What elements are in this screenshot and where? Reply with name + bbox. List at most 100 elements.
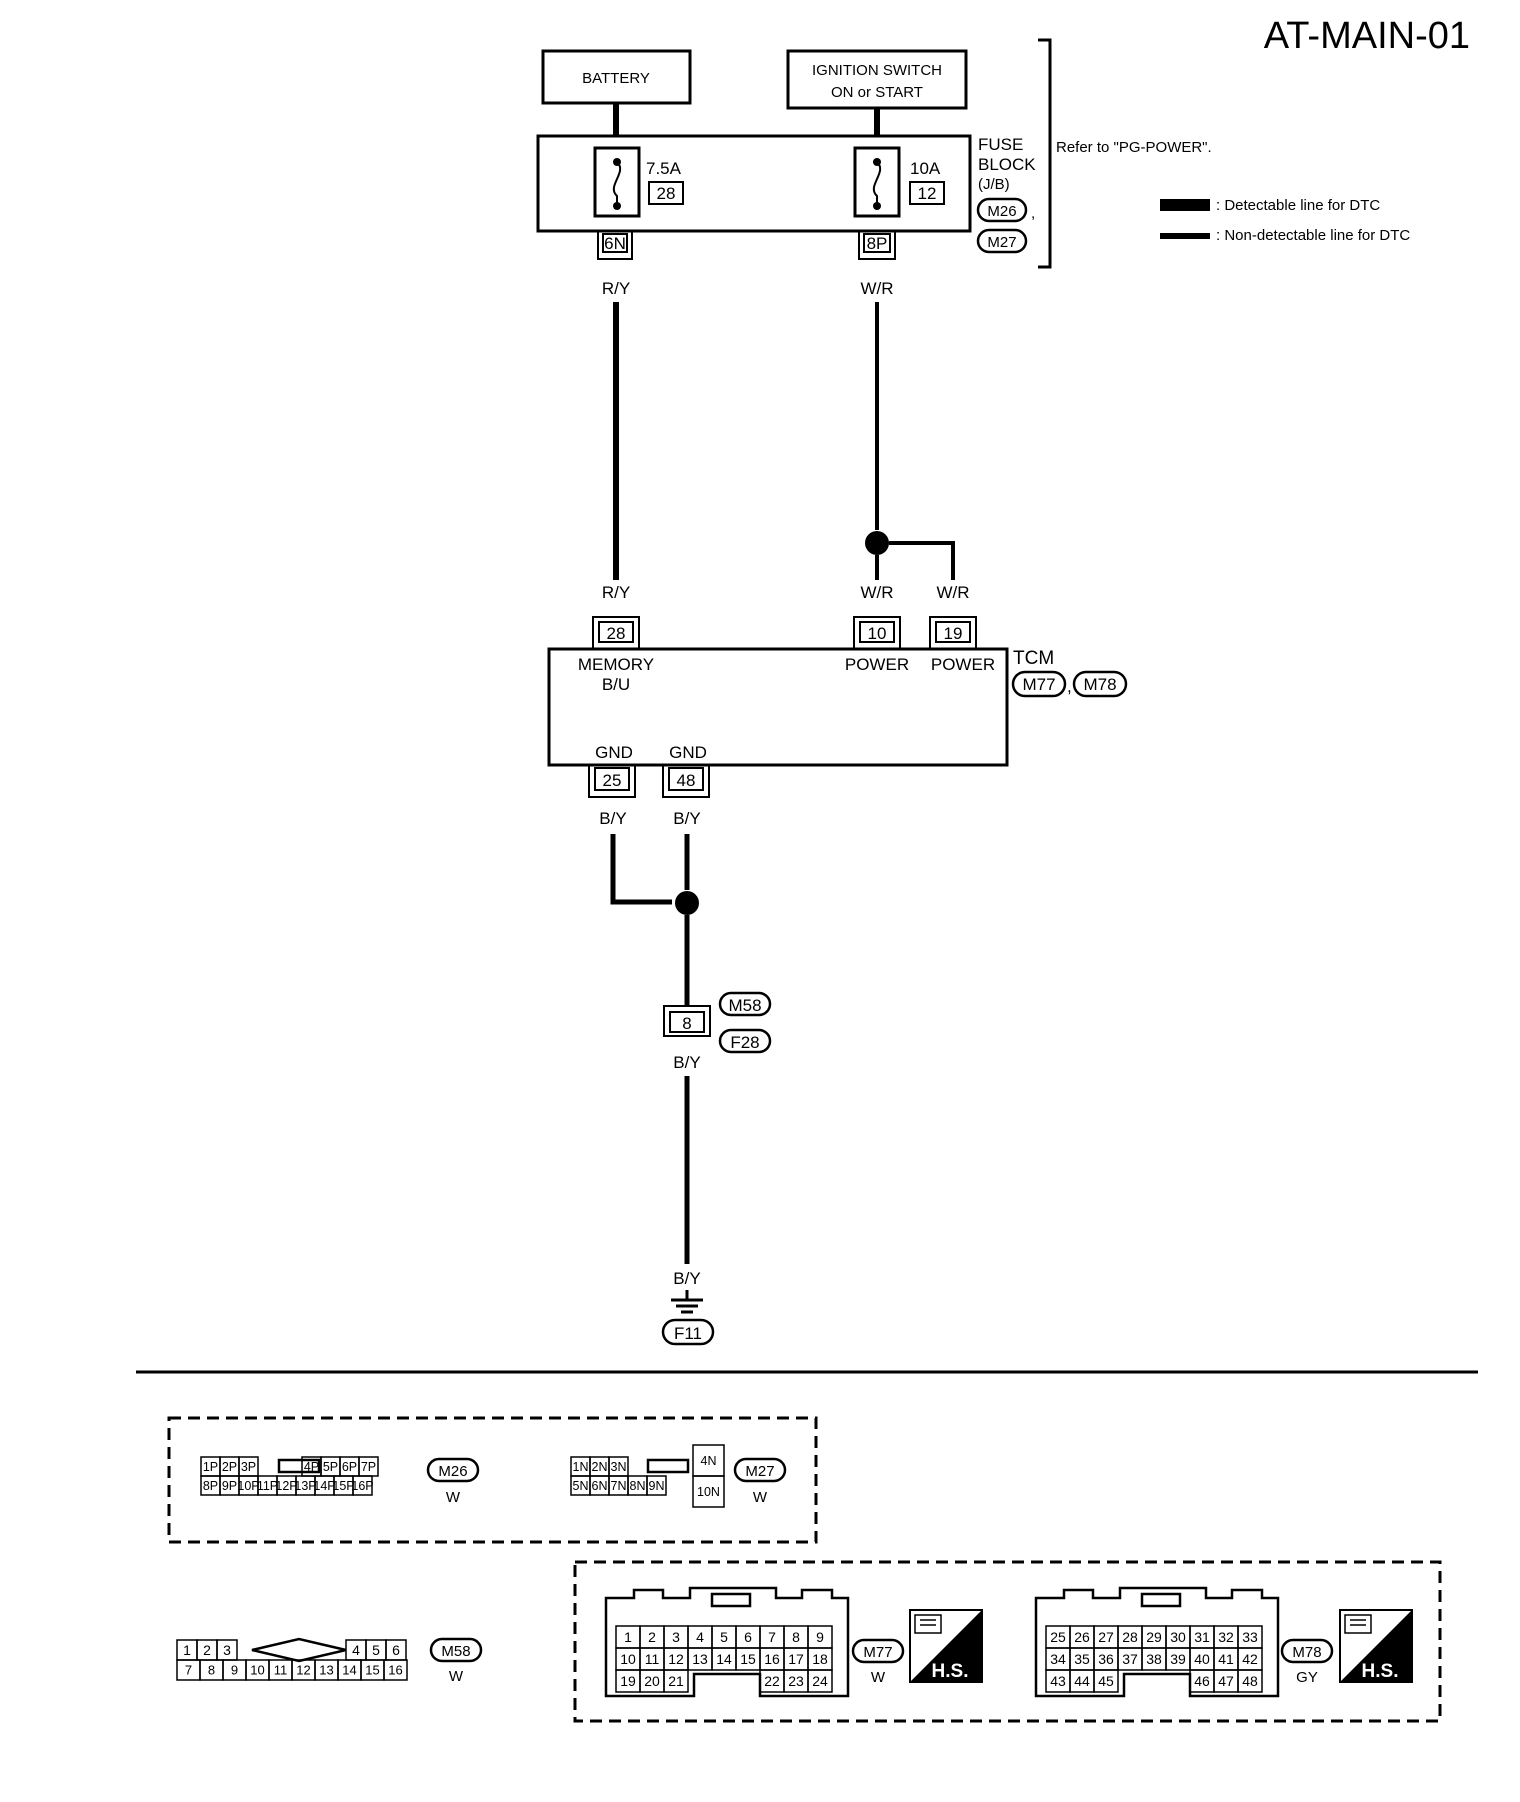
- splice-by: [675, 891, 699, 915]
- m78-pin-26-label: 26: [1074, 1629, 1090, 1645]
- m26-pin-7p: 7P: [358, 1456, 379, 1477]
- m78-pin-29-label: 29: [1146, 1629, 1162, 1645]
- ground-symbol: [671, 1290, 703, 1314]
- m78-pin-45-label: 45: [1098, 1673, 1114, 1689]
- m77-pin-5-label: 5: [720, 1629, 728, 1645]
- m58-pin-15: 15: [360, 1659, 385, 1681]
- m27-pin-9n: 9N: [646, 1475, 667, 1496]
- m77-pin-24-label: 24: [812, 1673, 828, 1689]
- m78-pin-35-label: 35: [1074, 1651, 1090, 1667]
- tcm-pin-10: 10: [853, 616, 901, 650]
- m26-pin-11p-label: 11P: [257, 1479, 278, 1493]
- m78-pin-44: 44: [1069, 1669, 1095, 1693]
- m78-pin-35: 35: [1069, 1647, 1095, 1671]
- m78-pin-41-label: 41: [1218, 1651, 1234, 1667]
- m26-pin-16p-label: 16P: [351, 1479, 373, 1493]
- m58-pin-8: 8: [199, 1659, 224, 1681]
- m58-id: M58: [441, 1643, 470, 1660]
- m77-pin-8: 8: [783, 1625, 809, 1649]
- m77-pin-20: 20: [639, 1669, 665, 1693]
- m77-pin-10-label: 10: [620, 1651, 636, 1667]
- m58-pin-9: 9: [222, 1659, 247, 1681]
- m58-pin-16: 16: [383, 1659, 408, 1681]
- m58-pin-3-label: 3: [223, 1642, 231, 1658]
- m27-pin-2n: 2N: [589, 1456, 610, 1477]
- m26-pin-2p-label: 2P: [222, 1460, 237, 1474]
- m78-pin-36-label: 36: [1098, 1651, 1114, 1667]
- m77-pin-2-label: 2: [648, 1629, 656, 1645]
- m26-color: W: [446, 1489, 461, 1506]
- m58-pin-14: 14: [337, 1659, 362, 1681]
- m58-pin-12: 12: [291, 1659, 316, 1681]
- legend-detectable-label: : Detectable line for DTC: [1216, 197, 1380, 214]
- m26-pin-5p-label: 5P: [323, 1460, 338, 1474]
- m58-pin-11: 11: [268, 1659, 293, 1681]
- m58-pin-7-label: 7: [185, 1663, 192, 1678]
- tcm-connector-m78: M78: [1083, 675, 1116, 694]
- tcm-pin-25-number: 25: [603, 771, 622, 790]
- joint-connector-m58: M58: [728, 996, 761, 1015]
- m78-pin-32: 32: [1213, 1625, 1239, 1649]
- joint-connector-8: 8: [663, 1005, 711, 1037]
- m27-pin-8n: 8N: [627, 1475, 648, 1496]
- m27-pin-10n: 10N: [692, 1475, 725, 1508]
- m26-pin-1p-label: 1P: [203, 1460, 218, 1474]
- legend-non-detectable-label: : Non-detectable line for DTC: [1216, 227, 1410, 244]
- wire-color-by-25: B/Y: [599, 809, 626, 828]
- m27-pin-3n-label: 3N: [611, 1460, 627, 1474]
- m78-pin-39: 39: [1165, 1647, 1191, 1671]
- m78-pin-45: 45: [1093, 1669, 1119, 1693]
- m77-pin-15: 15: [735, 1647, 761, 1671]
- m78-pin-30: 30: [1165, 1625, 1191, 1649]
- tcm-pin-19-number: 19: [944, 624, 963, 643]
- m26-pin-8p-label: 8P: [203, 1479, 218, 1493]
- m78-pin-47-label: 47: [1218, 1673, 1234, 1689]
- m78-pin-27-label: 27: [1098, 1629, 1114, 1645]
- m77-pin-9-label: 9: [816, 1629, 824, 1645]
- m26-pin-2p: 2P: [219, 1456, 240, 1477]
- fuse-a-number: 28: [657, 184, 676, 203]
- tcm-func-power-10: POWER: [845, 655, 909, 674]
- m26-pin-8p: 8P: [200, 1475, 221, 1496]
- m58-pin-10-label: 10: [250, 1663, 264, 1678]
- legend: : Detectable line for DTC : Non-detectab…: [1160, 197, 1410, 244]
- m77-pin-21-label: 21: [668, 1673, 684, 1689]
- m77-pin-12: 12: [663, 1647, 689, 1671]
- m78-pin-31: 31: [1189, 1625, 1215, 1649]
- m77-pin-1-label: 1: [624, 1629, 632, 1645]
- m78-harness-side-icon: H.S.: [1339, 1609, 1413, 1683]
- m78-pin-25-label: 25: [1050, 1629, 1066, 1645]
- m58-pin-13: 13: [314, 1659, 339, 1681]
- fuse-a-amps: 7.5A: [646, 159, 682, 178]
- wire-color-ry-tcm: R/Y: [602, 583, 630, 602]
- m58-key: [251, 1637, 347, 1663]
- m78-pin-44-label: 44: [1074, 1673, 1090, 1689]
- m77-pin-13: 13: [687, 1647, 713, 1671]
- m77-color: W: [871, 1669, 886, 1686]
- m77-pin-22: 22: [759, 1669, 785, 1693]
- m26-pin-7p-label: 7P: [361, 1460, 376, 1474]
- m77-pin-8-label: 8: [792, 1629, 800, 1645]
- m78-pin-34-label: 34: [1050, 1651, 1066, 1667]
- m26-key: [277, 1458, 321, 1474]
- m78-pin-47: 47: [1213, 1669, 1239, 1693]
- m27-key: [646, 1458, 690, 1474]
- m26-pin-15p-label: 15P: [332, 1479, 354, 1493]
- m58-pin-15-label: 15: [365, 1663, 379, 1678]
- m58-pin-11-label: 11: [274, 1663, 288, 1678]
- wire-color-by-joint: B/Y: [673, 1053, 700, 1072]
- m77-pin-9: 9: [807, 1625, 833, 1649]
- m77-pin-6: 6: [735, 1625, 761, 1649]
- tcm-func-power-19: POWER: [931, 655, 995, 674]
- m77-latch: [710, 1592, 752, 1608]
- m27-pin-9n-label: 9N: [649, 1479, 665, 1493]
- m58-pin-6-label: 6: [392, 1642, 400, 1658]
- fuse-block-label-1: FUSE: [978, 135, 1023, 154]
- fuse-pin-6n: 6N: [597, 230, 633, 260]
- refer-bracket: [1038, 38, 1052, 269]
- m77-pin-6-label: 6: [744, 1629, 752, 1645]
- m78-pin-27: 27: [1093, 1625, 1119, 1649]
- m78-pin-25: 25: [1045, 1625, 1071, 1649]
